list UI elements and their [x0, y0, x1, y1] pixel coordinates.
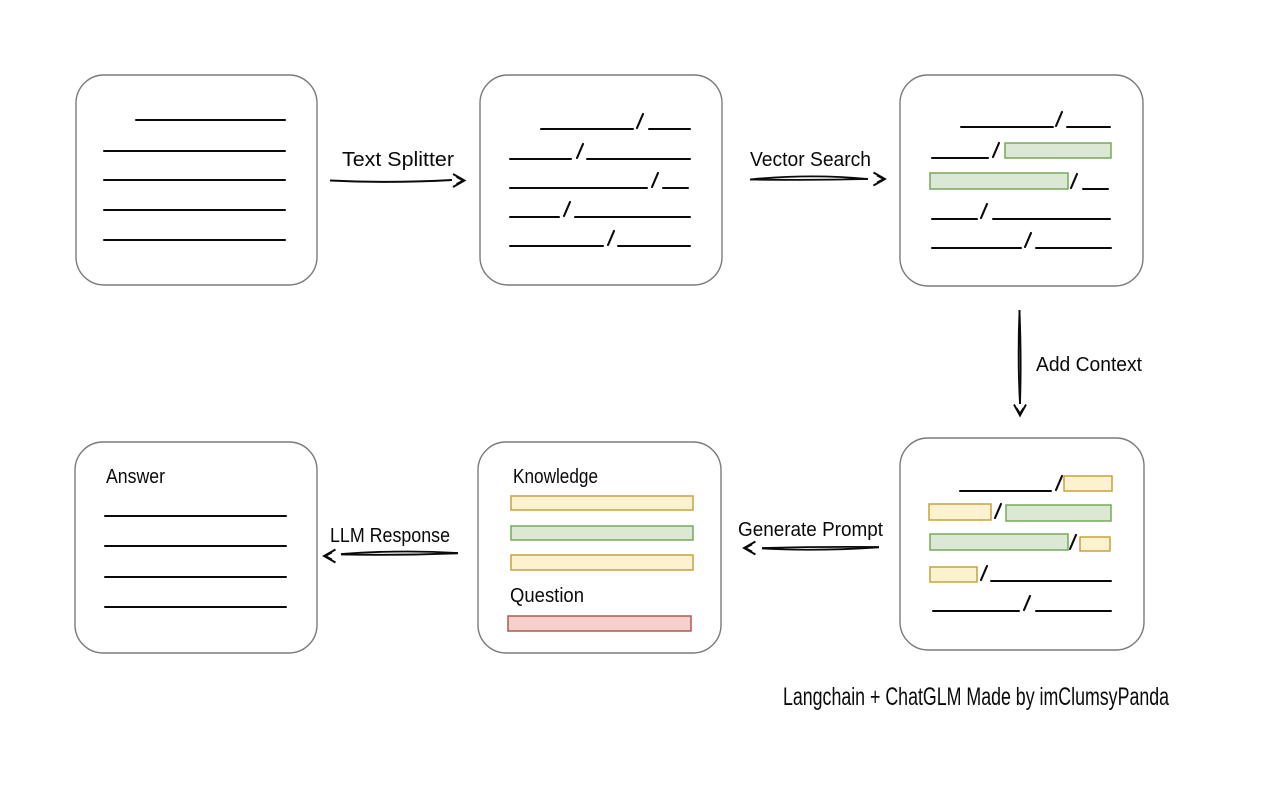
svg-text:Generate Prompt: Generate Prompt — [738, 519, 883, 541]
svg-text:Langchain + ChatGLM Made by im: Langchain + ChatGLM Made by imClumsyPand… — [783, 683, 1169, 711]
svg-text:Question: Question — [510, 585, 584, 607]
svg-text:LLM Response: LLM Response — [330, 525, 450, 547]
svg-text:Vector Search: Vector Search — [750, 149, 871, 171]
svg-text:Answer: Answer — [106, 466, 165, 488]
svg-text:Knowledge: Knowledge — [513, 466, 598, 488]
svg-text:Add Context: Add Context — [1036, 354, 1142, 376]
svg-text:Text Splitter: Text Splitter — [342, 149, 454, 171]
